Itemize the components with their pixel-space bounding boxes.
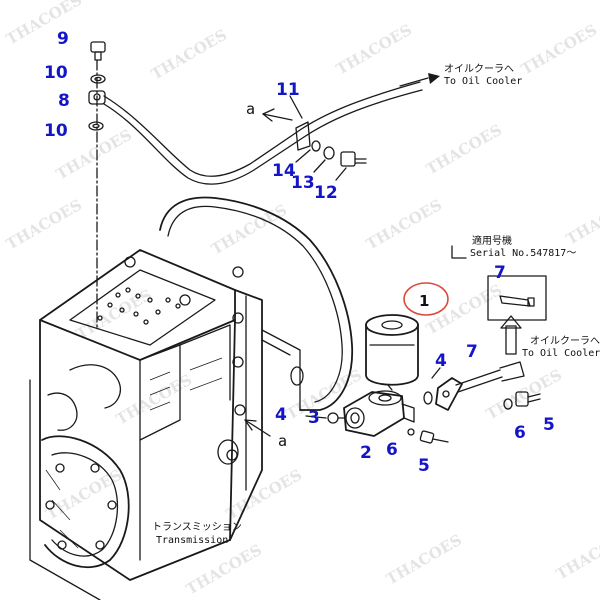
bolt-9-shape — [90, 41, 106, 61]
text-labels: オイルクーラへ To Oil Cooler オイルクーラへ To Oil Coo… — [152, 63, 600, 546]
watermark: THACOES — [3, 196, 85, 254]
watermark: THACOES — [183, 541, 265, 599]
watermark-layer: THACOES THACOES THACOES THACOES THACOES … — [3, 0, 600, 598]
callout-12: 12 — [314, 183, 338, 203]
callout-7: 7 — [466, 342, 478, 362]
pipe-7-shape — [435, 361, 525, 411]
ref-a-bottom: a — [278, 432, 287, 450]
callout-1: 1 — [419, 292, 429, 310]
callout-6-left: 6 — [386, 440, 398, 460]
top-oil-line-assembly — [88, 41, 440, 331]
watermark: THACOES — [208, 201, 290, 259]
watermark: THACOES — [333, 21, 415, 79]
watermark: THACOES — [518, 21, 600, 79]
serial-inset-box — [487, 275, 547, 321]
housing-right-flange — [229, 289, 263, 541]
front-flange — [41, 435, 130, 569]
oil-cooler-jp-top: オイルクーラへ — [444, 63, 514, 75]
ref-arrow-a-bottom — [244, 419, 257, 431]
watermark: THACOES — [148, 26, 230, 84]
callout-3: 3 — [308, 408, 320, 428]
callout-11: 11 — [276, 80, 300, 100]
ref-a-top: a — [246, 100, 255, 118]
callout-2: 2 — [360, 443, 372, 463]
housing-top-plate — [69, 269, 216, 346]
callout-9: 9 — [57, 29, 69, 49]
transmission-cover-outline — [159, 196, 354, 411]
transmission-jp: トランスミッション — [152, 521, 242, 533]
oil-pipe-11-upper — [103, 81, 421, 177]
ref-arrow-a-top — [262, 108, 275, 122]
washer-6-right-shape — [503, 398, 513, 410]
watermark: THACOES — [73, 286, 155, 344]
gasket-4-shape — [423, 391, 433, 405]
watermark: THACOES — [43, 466, 125, 524]
serial-jp: 適用号機 — [472, 234, 512, 247]
callout-14: 14 — [272, 161, 296, 181]
watermark: THACOES — [423, 121, 505, 179]
right-flange-bolts — [124, 256, 246, 461]
transmission-housing — [29, 196, 354, 600]
plug-3-shape — [327, 412, 345, 424]
callout-10-top: 10 — [44, 63, 68, 83]
arrow-to-oil-cooler-right — [500, 315, 522, 329]
filter-head-2-shape — [343, 390, 415, 437]
washer-10-bottom-shape — [88, 121, 104, 131]
watermark: THACOES — [563, 191, 600, 249]
watermark: THACOES — [283, 366, 365, 424]
callout-4-left: 4 — [275, 405, 287, 425]
washer-10-top-shape — [90, 74, 106, 84]
oil-cooler-jp-right: オイルクーラへ — [530, 335, 600, 347]
callout-numbers: 9 10 8 10 11 14 13 12 1 4 3 2 6 5 4 7 6 … — [44, 29, 555, 476]
callout-4-right: 4 — [435, 351, 447, 371]
watermark: THACOES — [223, 466, 305, 524]
bolt-5-right-shape — [515, 391, 541, 407]
housing-top-face — [39, 249, 236, 361]
arrow-to-oil-cooler-top — [428, 73, 440, 84]
plate-holes — [97, 287, 181, 325]
washer-13-shape — [323, 146, 335, 160]
callout-6-right: 6 — [514, 423, 526, 443]
washer-14-shape — [311, 140, 321, 152]
oil-cooler-en-right: To Oil Cooler — [522, 348, 600, 359]
bolt-12-shape — [340, 151, 367, 167]
highlight-circle — [403, 282, 449, 316]
housing-front-face — [39, 319, 236, 581]
callout-8: 8 — [58, 91, 70, 111]
flange-bolts — [45, 463, 117, 550]
oil-filter-assembly — [305, 245, 547, 444]
oil-filter-1-shape — [365, 314, 419, 386]
watermark: THACOES — [423, 281, 505, 339]
watermark: THACOES — [3, 0, 85, 48]
watermark: THACOES — [553, 526, 600, 584]
watermark: THACOES — [113, 371, 195, 429]
callout-10-bottom: 10 — [44, 121, 68, 141]
watermark: THACOES — [363, 196, 445, 254]
transmission-en: Transmission — [156, 535, 228, 546]
oil-cooler-en-top: To Oil Cooler — [444, 76, 522, 87]
pipe-clamp-shape — [295, 121, 311, 151]
callout-13: 13 — [291, 173, 315, 193]
washer-6-left-shape — [407, 428, 415, 436]
bolt-5-left-shape — [419, 430, 449, 444]
serial-en: Serial No.547817～ — [470, 248, 576, 259]
callout-7-inset: 7 — [494, 263, 506, 283]
oil-pipe-11-lower — [103, 89, 423, 185]
callout-5-left: 5 — [418, 456, 430, 476]
watermark: THACOES — [383, 531, 465, 589]
callout-5-right: 5 — [543, 415, 555, 435]
